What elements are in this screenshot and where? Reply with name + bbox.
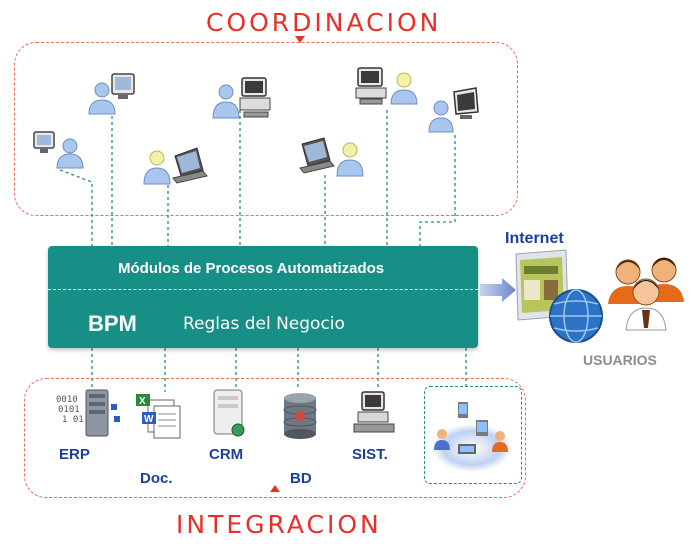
network-collaboration-icon	[432, 402, 512, 472]
rules-label: Reglas del Negocio	[183, 314, 345, 334]
collaboration-box	[424, 386, 522, 484]
up-arrow-icon	[270, 485, 280, 492]
internet-globe-icon	[515, 249, 603, 343]
modules-label: Módulos de Procesos Automatizados	[118, 260, 385, 277]
user-desktop-icon	[212, 77, 271, 119]
user-workstation-icon	[88, 73, 135, 115]
coordination-group	[14, 42, 518, 216]
integration-group	[24, 378, 526, 498]
svg-text:X: X	[139, 396, 146, 407]
bpm-bar	[48, 246, 478, 348]
users-label: USUARIOS	[583, 352, 657, 368]
integration-title: INTEGRACION	[176, 510, 382, 539]
right-arrow-icon	[480, 278, 516, 302]
svg-text:0010: 0010	[56, 395, 78, 405]
documents-label: Doc.	[140, 470, 173, 487]
svg-text:W: W	[144, 414, 154, 425]
desktop-user-icon	[355, 67, 418, 105]
laptop-user-icon	[299, 137, 364, 177]
users-group-icon	[608, 257, 684, 331]
database-icon	[283, 393, 317, 439]
erp-label: ERP	[59, 446, 90, 463]
erp-server-icon: 0010 0101 1 01	[56, 389, 120, 437]
internet-label: Internet	[505, 230, 564, 247]
bar-divider	[48, 289, 478, 290]
user-workstation-icon	[428, 87, 479, 133]
bpm-label: BPM	[88, 311, 137, 336]
svg-text:0101: 0101	[58, 405, 80, 415]
user-laptop-icon	[143, 147, 208, 185]
down-arrow-icon	[295, 36, 305, 43]
documents-icon: X W	[136, 394, 181, 439]
coordination-title: COORDINACION	[206, 8, 442, 37]
crm-label: CRM	[209, 446, 244, 463]
computer-system-icon	[353, 391, 395, 433]
svg-text:1 01: 1 01	[62, 415, 84, 425]
database-label: BD	[290, 470, 312, 487]
system-label: SIST.	[352, 446, 388, 463]
user-workstation-icon	[33, 131, 84, 169]
crm-server-icon	[213, 389, 245, 437]
